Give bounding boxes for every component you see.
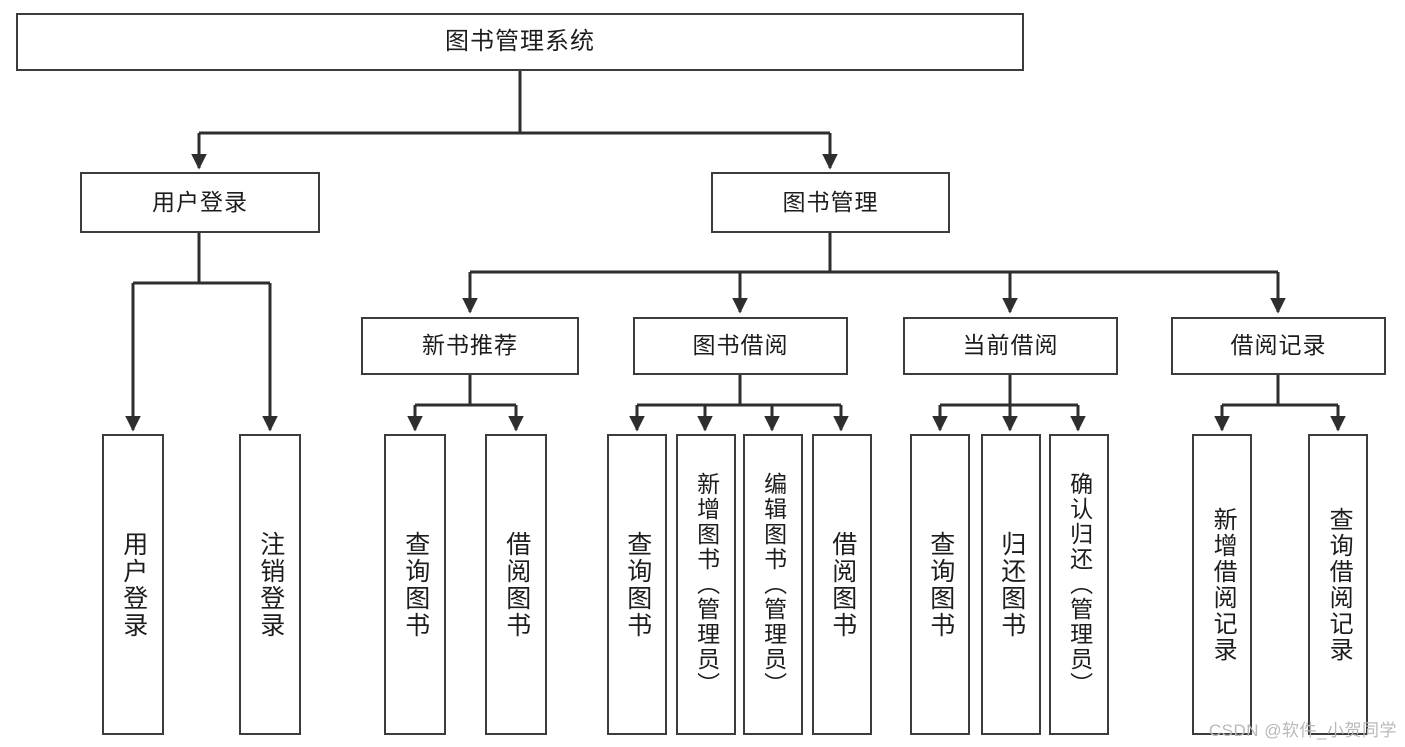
leaf-label: 借阅图书 bbox=[828, 530, 857, 639]
node-current-borrow[interactable]: 当前借阅 bbox=[903, 317, 1118, 375]
leaf-label: 新增借阅记录 bbox=[1209, 506, 1237, 663]
leaf-current-borrow-3[interactable]: 确认归还（管理员） bbox=[1049, 434, 1109, 735]
leaf-label: 查询图书 bbox=[401, 530, 430, 639]
leaf-label: 新增图书（管理员） bbox=[693, 472, 720, 697]
leaf-label: 注销登录 bbox=[256, 530, 285, 639]
node-user-login[interactable]: 用户登录 bbox=[80, 172, 320, 233]
leaf-label: 用户登录 bbox=[119, 530, 148, 639]
node-root-label: 图书管理系统 bbox=[445, 27, 595, 55]
leaf-label: 编辑图书（管理员） bbox=[760, 472, 787, 697]
node-borrow-record-label: 借阅记录 bbox=[1230, 332, 1327, 359]
leaf-book-borrow-1[interactable]: 查询图书 bbox=[607, 434, 667, 735]
leaf-current-borrow-1[interactable]: 查询图书 bbox=[910, 434, 970, 735]
node-book-borrow[interactable]: 图书借阅 bbox=[633, 317, 848, 375]
node-current-borrow-label: 当前借阅 bbox=[962, 332, 1059, 359]
leaf-book-borrow-3[interactable]: 编辑图书（管理员） bbox=[743, 434, 803, 735]
node-book-manage[interactable]: 图书管理 bbox=[711, 172, 950, 233]
leaf-borrow-record-2[interactable]: 查询借阅记录 bbox=[1308, 434, 1368, 735]
leaf-new-book-2[interactable]: 借阅图书 bbox=[485, 434, 547, 735]
leaf-label: 借阅图书 bbox=[502, 530, 531, 639]
leaf-label: 确认归还（管理员） bbox=[1066, 472, 1093, 697]
leaf-book-borrow-4[interactable]: 借阅图书 bbox=[812, 434, 872, 735]
leaf-user-login-2[interactable]: 注销登录 bbox=[239, 434, 301, 735]
leaf-current-borrow-2[interactable]: 归还图书 bbox=[981, 434, 1041, 735]
leaf-book-borrow-2[interactable]: 新增图书（管理员） bbox=[676, 434, 736, 735]
leaf-user-login-1[interactable]: 用户登录 bbox=[102, 434, 164, 735]
leaf-new-book-1[interactable]: 查询图书 bbox=[384, 434, 446, 735]
leaf-label: 查询图书 bbox=[926, 530, 955, 639]
leaf-label: 查询图书 bbox=[623, 530, 652, 639]
node-borrow-record[interactable]: 借阅记录 bbox=[1171, 317, 1386, 375]
node-new-book-recommend-label: 新书推荐 bbox=[422, 332, 518, 359]
leaf-label: 查询借阅记录 bbox=[1325, 506, 1353, 663]
node-book-borrow-label: 图书借阅 bbox=[692, 332, 789, 359]
node-user-login-label: 用户登录 bbox=[152, 188, 248, 215]
leaf-label: 归还图书 bbox=[997, 530, 1026, 639]
watermark: CSDN @软件_小贺同学 bbox=[1208, 721, 1397, 740]
node-book-manage-label: 图书管理 bbox=[782, 188, 879, 215]
leaf-borrow-record-1[interactable]: 新增借阅记录 bbox=[1192, 434, 1252, 735]
node-new-book-recommend[interactable]: 新书推荐 bbox=[361, 317, 579, 375]
node-root[interactable]: 图书管理系统 bbox=[16, 13, 1024, 71]
